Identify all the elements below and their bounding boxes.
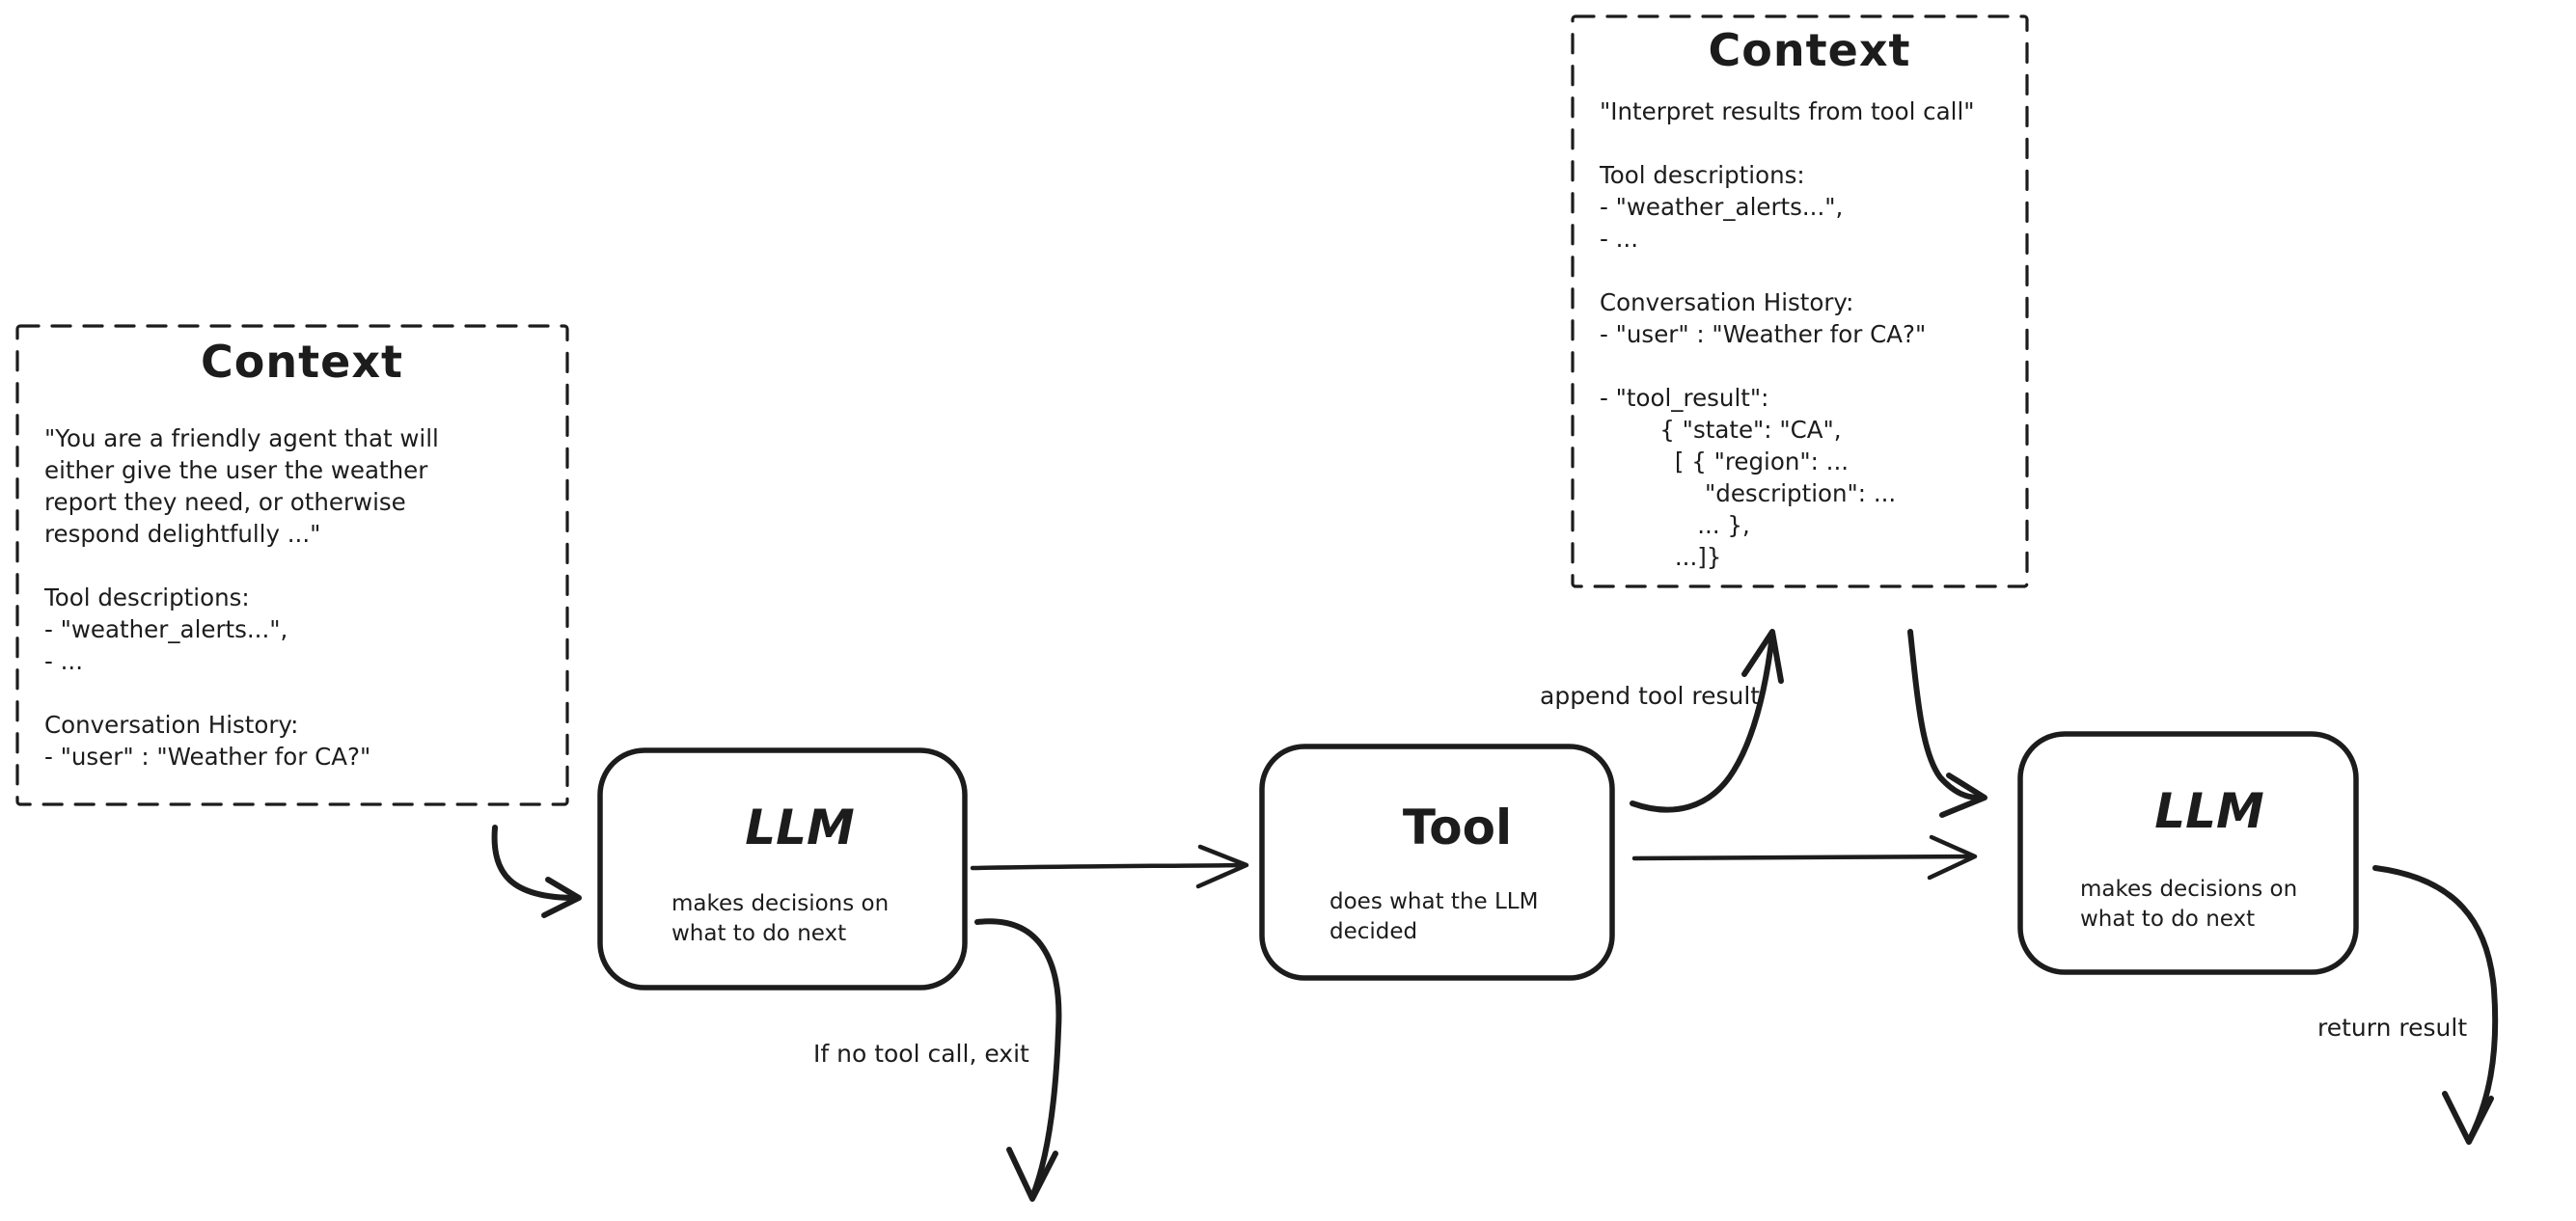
context2-title: Context (1708, 24, 1911, 76)
context2-body: "Interpret results from tool call" Tool … (1600, 97, 1975, 571)
tool-title: Tool (1402, 800, 1513, 855)
arrow-tool-to-context2 (1630, 629, 1784, 813)
context1-title: Context (201, 336, 403, 388)
arrow-tool-to-llm2 (1631, 834, 1978, 881)
tool-node: Tool does what the LLM decided (1260, 745, 1614, 980)
context1-box: Context "You are a friendly agent that w… (15, 324, 569, 806)
append-tool-result-label: append tool result (1540, 682, 1761, 710)
llm1-title: LLM (745, 800, 855, 855)
llm1-node: LLM makes decisions on what to do next (598, 748, 967, 990)
context2-box: Context "Interpret results from tool cal… (1571, 14, 2029, 588)
arrow-llm1-to-tool (970, 844, 1249, 889)
if-no-tool-call-exit-label: If no tool call, exit (813, 1040, 1029, 1068)
context1-body: "You are a friendly agent that will eith… (44, 424, 439, 771)
llm1-subtitle: makes decisions on what to do next (671, 891, 890, 946)
return-result-label: return result (2317, 1014, 2468, 1042)
llm2-title: LLM (2154, 783, 2264, 839)
tool-subtitle: does what the LLM decided (1329, 889, 1539, 944)
arrow-llm2-return (2372, 865, 2499, 1145)
llm2-node: LLM makes decisions on what to do next (2018, 732, 2358, 974)
arrow-context2-to-llm2 (1907, 629, 1987, 818)
llm2-subtitle: makes decisions on what to do next (2080, 877, 2298, 932)
arrow-context1-to-llm1 (491, 825, 582, 918)
